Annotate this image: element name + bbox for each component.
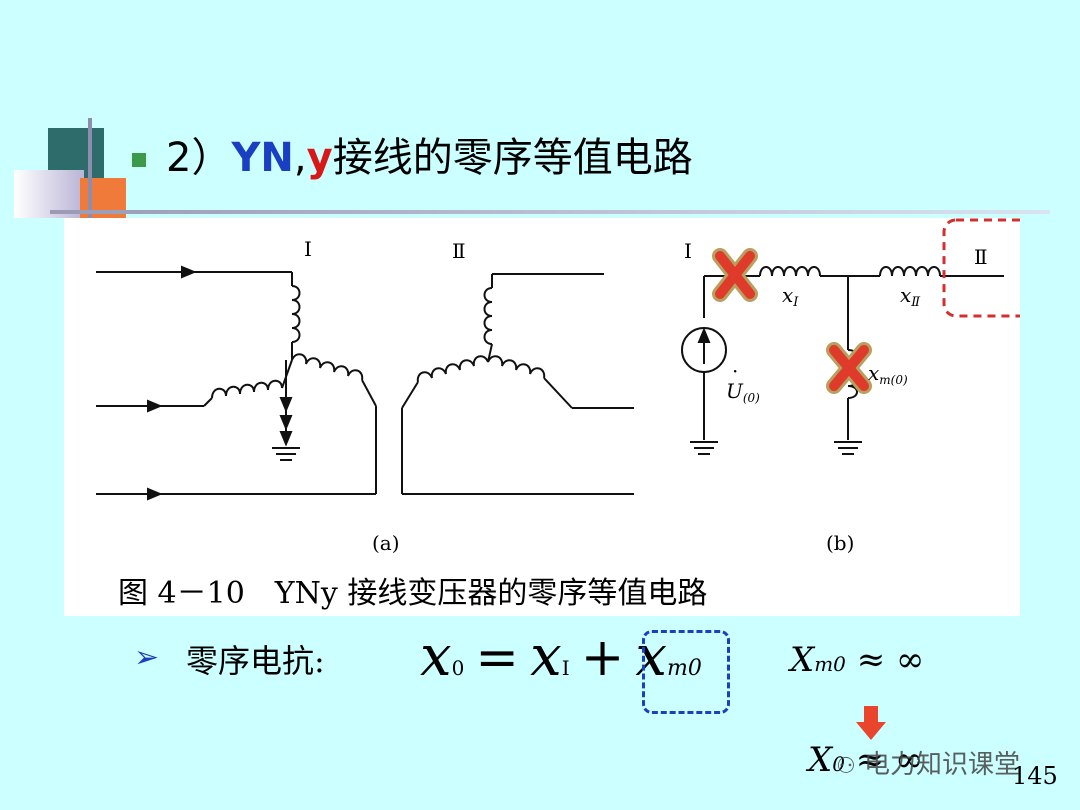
winding-a2-right — [487, 355, 546, 379]
label-U: U(0) — [726, 379, 760, 405]
watermark: ⚇ 电力知识课堂 — [836, 744, 1020, 781]
label-II-a: Ⅱ — [452, 239, 466, 263]
main-formula: x0 = xⅠ + xm0 — [420, 624, 702, 689]
arrow-bullet-icon: ➢ — [134, 640, 160, 675]
label-II-b: Ⅱ — [974, 245, 988, 269]
watermark-text: 电力知识课堂 — [864, 750, 1021, 780]
right-formula: Xm0 ≈ ∞ — [790, 640, 925, 680]
sublabel-b: (b) — [826, 531, 854, 555]
winding-xI — [759, 266, 821, 277]
title-yn: YN — [231, 135, 294, 181]
winding-a2-left — [416, 355, 489, 383]
bottom-formula: X0 ≈ ∞ — [808, 740, 924, 780]
formula-eq: = — [475, 628, 519, 688]
dashed-box-II — [942, 218, 1040, 318]
circuit-diagram: I Ⅱ I Ⅱ xⅠ xⅡ xm(0) U(0) · (a) (b) — [96, 218, 1040, 555]
slide-title: 2）YN,y接线的零序等值电路 — [166, 128, 693, 188]
formula-lhs-sub: 0 — [451, 656, 465, 680]
figure-caption: 图 4－10 YNy 接线变压器的零序等值电路 — [118, 576, 708, 611]
label-I-a: I — [304, 237, 312, 261]
formula-lhs: x — [420, 624, 452, 689]
winding-a-left — [211, 379, 283, 399]
title-bullet-icon — [132, 153, 146, 167]
title-underline — [50, 210, 1050, 214]
page-number: 145 — [1012, 762, 1058, 790]
reactance-label: 零序电抗: — [186, 642, 325, 680]
arrow-a-mid — [147, 399, 163, 413]
formula-t1: x — [530, 624, 562, 689]
formula-plus: + — [580, 628, 625, 688]
winding-a2-top — [483, 287, 493, 345]
label-xII: xⅡ — [900, 283, 921, 310]
sublabel-a: (a) — [372, 531, 400, 555]
winding-a-right — [291, 353, 364, 381]
title-comma: , — [293, 135, 307, 181]
decor-vertical-line — [88, 118, 92, 218]
winding-xII — [879, 266, 941, 277]
arrow-a-bot — [147, 487, 163, 501]
title-rest: 接线的零序等值电路 — [332, 135, 693, 181]
formula-t2-sub: m0 — [666, 656, 702, 681]
circuit-figure: I Ⅱ I Ⅱ xⅠ xⅡ xm(0) U(0) · (a) (b) — [64, 218, 1040, 616]
down-arrow-icon — [856, 706, 886, 740]
dashed-box-xm0 — [642, 630, 730, 714]
winding-a-top — [291, 285, 301, 343]
cross-icon-shunt — [826, 342, 872, 394]
arrow-a-top — [181, 265, 197, 279]
title-y: y — [306, 135, 333, 181]
label-I-b: I — [684, 239, 692, 263]
label-xI: xⅠ — [782, 283, 799, 310]
formula-t1-sub: Ⅰ — [561, 656, 570, 680]
title-prefix: 2） — [166, 135, 232, 181]
wechat-icon: ⚇ — [836, 754, 856, 779]
label-xm: xm(0) — [868, 361, 908, 387]
label-U-dot: · — [732, 359, 738, 383]
cross-icon-top — [712, 248, 758, 302]
